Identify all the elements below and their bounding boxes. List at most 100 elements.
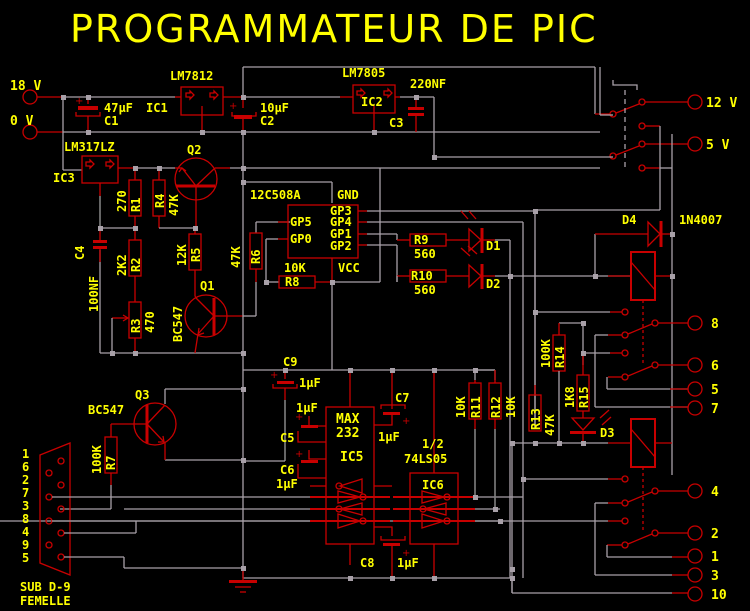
- ground-icon: [229, 568, 257, 593]
- r6-ref: R6: [249, 250, 263, 264]
- r5-ref: R5: [189, 248, 203, 262]
- r13-ref: R13: [529, 408, 543, 430]
- q2-ref: Q2: [187, 143, 201, 157]
- r12-value: 10K: [504, 396, 518, 418]
- ic6-line1: 1/2: [422, 437, 444, 451]
- c3-value: 220NF: [410, 77, 446, 91]
- r3-value: 470: [143, 311, 157, 333]
- label-12v: 12 V: [706, 96, 737, 111]
- capacitor-c5: +: [295, 412, 326, 443]
- db9-pin-3: 3: [22, 499, 29, 513]
- terminal-5v: [687, 136, 703, 152]
- capacitor-c2: +: [229, 97, 257, 132]
- d1-ref: D1: [486, 239, 500, 253]
- svg-text:+: +: [295, 449, 303, 460]
- r2-value: 2K2: [115, 254, 129, 276]
- connector-label-2: FEMELLE: [20, 594, 71, 608]
- capacitor-c8: +: [374, 526, 410, 578]
- transistor-q1: [184, 294, 243, 354]
- pin-vcc: VCC: [338, 261, 360, 275]
- q1-type: BC547: [171, 306, 185, 342]
- r9-value: 560: [414, 247, 436, 261]
- connector-label-1: SUB D-9: [20, 580, 71, 594]
- db9-pin-5: 5: [22, 551, 29, 565]
- db9-pin-2: 2: [22, 473, 29, 487]
- capacitor-c3: [408, 97, 424, 132]
- transistor-q2: [174, 157, 230, 228]
- capacitor-c6: +: [295, 449, 326, 479]
- ic5-ref: IC5: [340, 450, 363, 465]
- label-5v: 5 V: [706, 138, 730, 153]
- db9-pin-9: 9: [22, 538, 29, 552]
- r15-value: 1K8: [563, 386, 577, 408]
- c8-value: 1µF: [397, 556, 419, 570]
- r7-value: 100K: [90, 444, 104, 474]
- resistor-r9: [397, 233, 460, 247]
- svg-text:+: +: [402, 548, 410, 559]
- r14-value: 100K: [539, 338, 553, 368]
- diode-d4: [594, 220, 672, 276]
- output-terminals: 8 6 5 7 4 2 1 3 10: [687, 315, 727, 603]
- d4-ref: D4: [622, 213, 636, 227]
- c9-ref: C9: [283, 355, 297, 369]
- terminal-12v: [687, 94, 703, 110]
- capacitor-c1: +: [75, 96, 101, 132]
- db9-pin-labels: 1 6 2 7 3 8 4 9 5: [22, 447, 29, 565]
- r9-ref: R9: [414, 233, 428, 247]
- pin-gp1: GP1: [330, 227, 352, 241]
- c1-value: 47µF: [104, 101, 133, 115]
- output-pin-8: 8: [711, 317, 719, 332]
- resistor-r10: [397, 269, 460, 283]
- d3-ref: D3: [600, 426, 614, 440]
- c3-ref: C3: [389, 116, 403, 130]
- regulator-ic1: [175, 86, 243, 132]
- svg-text:+: +: [75, 96, 83, 107]
- transistor-q3: [110, 402, 177, 460]
- max232-line1: MAX: [336, 412, 360, 427]
- c6-value: 1µF: [276, 477, 298, 491]
- r1-ref: R1: [129, 198, 143, 212]
- output-pin-5: 5: [711, 383, 719, 398]
- ic3-type: LM317LZ: [64, 140, 115, 154]
- regulator-ic3: [81, 155, 135, 196]
- relay-coil-2: [608, 418, 672, 530]
- ic1-type: LM7812: [170, 69, 213, 83]
- db9-pin-8: 8: [22, 512, 29, 526]
- relay-coil-1: [608, 251, 672, 365]
- max232-ic5: [325, 370, 375, 565]
- r8-value: 10K: [284, 261, 306, 275]
- output-pin-10: 10: [711, 588, 727, 603]
- pin-gp2: GP2: [330, 239, 352, 253]
- c6-ref: C6: [280, 463, 294, 477]
- r6-value: 47K: [229, 246, 243, 268]
- led-d1: [460, 210, 495, 257]
- c8-ref: C8: [360, 556, 374, 570]
- pin-gp4: GP4: [330, 215, 352, 229]
- svg-text:+: +: [402, 416, 410, 427]
- r10-value: 560: [414, 283, 436, 297]
- r10-ref: R10: [411, 269, 433, 283]
- r12-ref: R12: [489, 396, 503, 418]
- capacitor-c9: +: [243, 370, 298, 462]
- ic3-ref: IC3: [53, 171, 75, 185]
- db9-pin-6: 6: [22, 460, 29, 474]
- r15-ref: R15: [577, 386, 591, 408]
- output-pin-7: 7: [711, 402, 719, 417]
- label-0v: 0 V: [10, 114, 34, 129]
- relay-1-contacts: [608, 308, 659, 381]
- svg-text:+: +: [229, 101, 237, 112]
- d2-ref: D2: [486, 277, 500, 291]
- regulator-ic2: [340, 84, 400, 132]
- pic-type: 12C508A: [250, 188, 301, 202]
- capacitor-c4: [93, 228, 107, 262]
- r7-ref: R7: [104, 456, 118, 470]
- r3-ref: R3: [129, 319, 143, 333]
- c2-value: 10µF: [260, 101, 289, 115]
- potentiometer-r3: [111, 300, 142, 353]
- capacitor-c7: +: [374, 370, 410, 427]
- resistor-r11: [468, 369, 495, 497]
- ic2-ref: IC2: [361, 95, 383, 109]
- q3-ref: Q3: [135, 388, 149, 402]
- db9-pin-4: 4: [22, 525, 29, 539]
- output-pin-4: 4: [711, 485, 719, 500]
